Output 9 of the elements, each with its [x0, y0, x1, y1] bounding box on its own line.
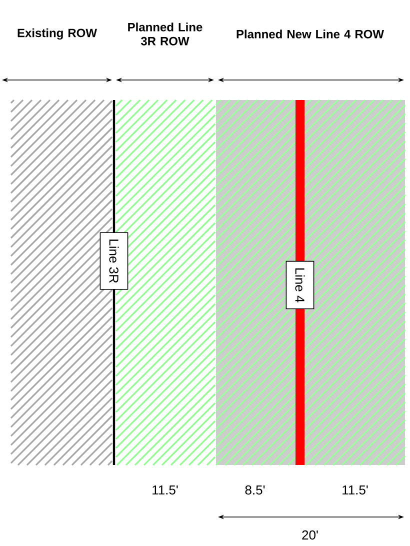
- dimension-label: 11.5': [152, 485, 178, 495]
- column-heading: Existing ROW: [18, 28, 97, 40]
- dimension-label: 20': [302, 530, 318, 540]
- column-heading: Planned Line 3R ROW: [128, 22, 202, 46]
- column-heading: Planned New Line 4 ROW: [236, 30, 384, 38]
- pipeline-label-box: Line 3R: [100, 232, 128, 290]
- pipeline-label-box: Line 4: [286, 260, 314, 310]
- dimension-label: 8.5': [245, 485, 265, 495]
- dimension-label: 11.5': [342, 485, 368, 495]
